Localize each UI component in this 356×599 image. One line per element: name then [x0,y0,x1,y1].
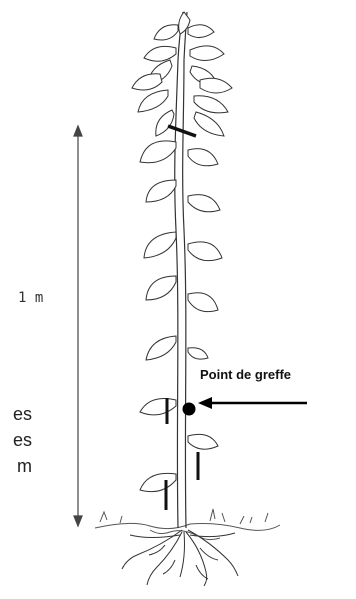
ground-line [95,509,280,540]
height-dimension-arrow [74,126,82,526]
cut-caption-line-2: es [0,430,32,451]
cut-caption-line-3: m [0,456,32,477]
plant-stem [175,12,187,528]
top-cut-mark [168,126,196,136]
graft-pointer-arrow [198,397,307,409]
roots [122,530,238,586]
graft-point-label: Point de greffe [200,367,291,382]
cut-caption-line-1: es [0,404,32,425]
cut-marks [166,398,198,510]
height-label: 1 m [18,290,43,306]
plant-leaves [132,12,232,492]
graft-point-dot [183,403,196,416]
